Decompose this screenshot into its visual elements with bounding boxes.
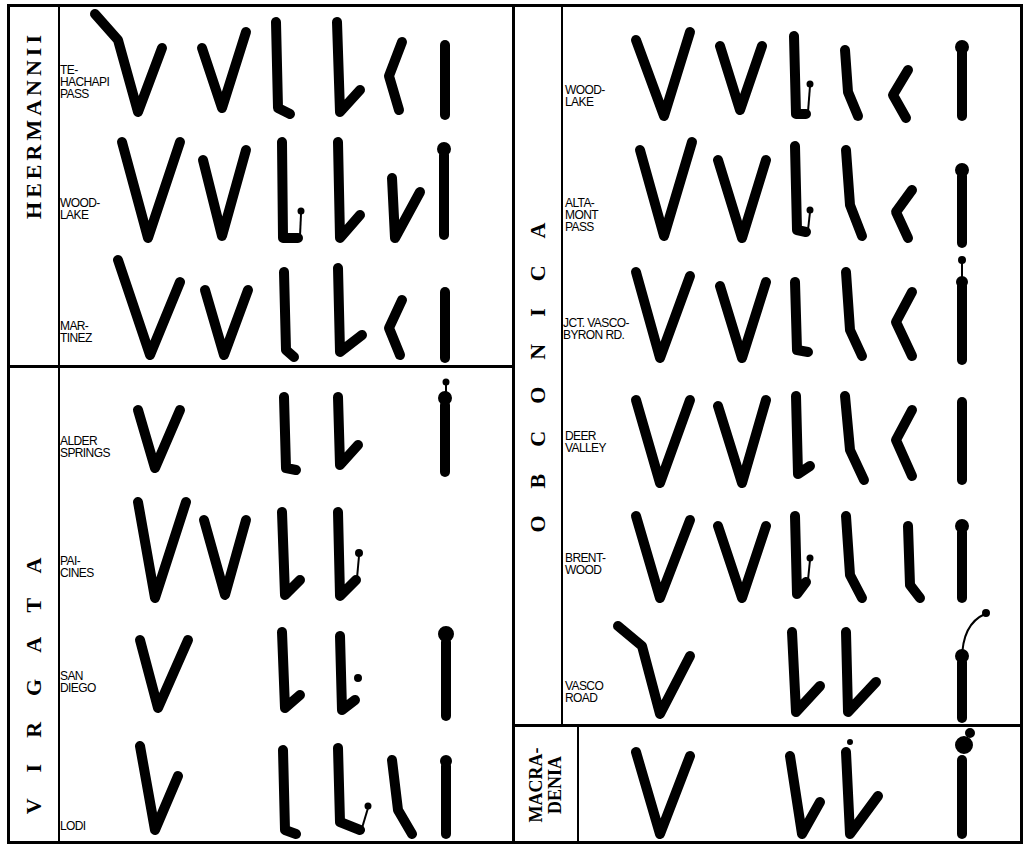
- section-box: VIRGATA ALDER SPRINGS PAI- CINES SAN DIEGO L…: [8, 366, 514, 843]
- population-label: LODI: [60, 820, 86, 832]
- section-title: MACRA- DENIA: [527, 743, 565, 827]
- population-label: WOOD- LAKE: [565, 84, 605, 108]
- population-label: SAN DIEGO: [60, 670, 96, 694]
- population-label: MAR- TINEZ: [60, 320, 92, 344]
- title-strip-divider: [561, 7, 563, 724]
- section-title: VIRGATA: [22, 532, 45, 815]
- title-strip-divider: [58, 7, 60, 365]
- satellites: [299, 41, 990, 828]
- section-box: OBCONICA WOOD- LAKE ALTA- MONT PASS JCT. VA…: [513, 5, 1022, 726]
- title-strip-divider: [577, 727, 579, 841]
- population-label: BRENT- WOOD: [565, 552, 605, 576]
- population-label: DEER VALLEY: [565, 430, 606, 454]
- population-label: ALDER SPRINGS: [60, 435, 110, 459]
- population-label: PAI- CINES: [60, 555, 94, 579]
- section-box: HEERMANNII TE- HACHAPI PASS WOOD- LAKE MAR-…: [8, 5, 514, 367]
- section-box: MACRA- DENIA: [513, 725, 1022, 843]
- population-label: JCT. VASCO- BYRON RD.: [563, 317, 637, 341]
- outer-frame: [8, 5, 1022, 843]
- population-label: WOOD- LAKE: [60, 197, 100, 221]
- population-label: TE- HACHAPI PASS: [60, 64, 109, 100]
- title-strip-divider: [58, 368, 60, 841]
- population-label: ALTA- MONT PASS: [565, 197, 598, 233]
- population-label: VASCO ROAD: [565, 680, 603, 704]
- chromosomes: [95, 14, 962, 834]
- section-title: HEERMANNII: [22, 31, 45, 219]
- section-title: OBCONICA: [526, 195, 549, 532]
